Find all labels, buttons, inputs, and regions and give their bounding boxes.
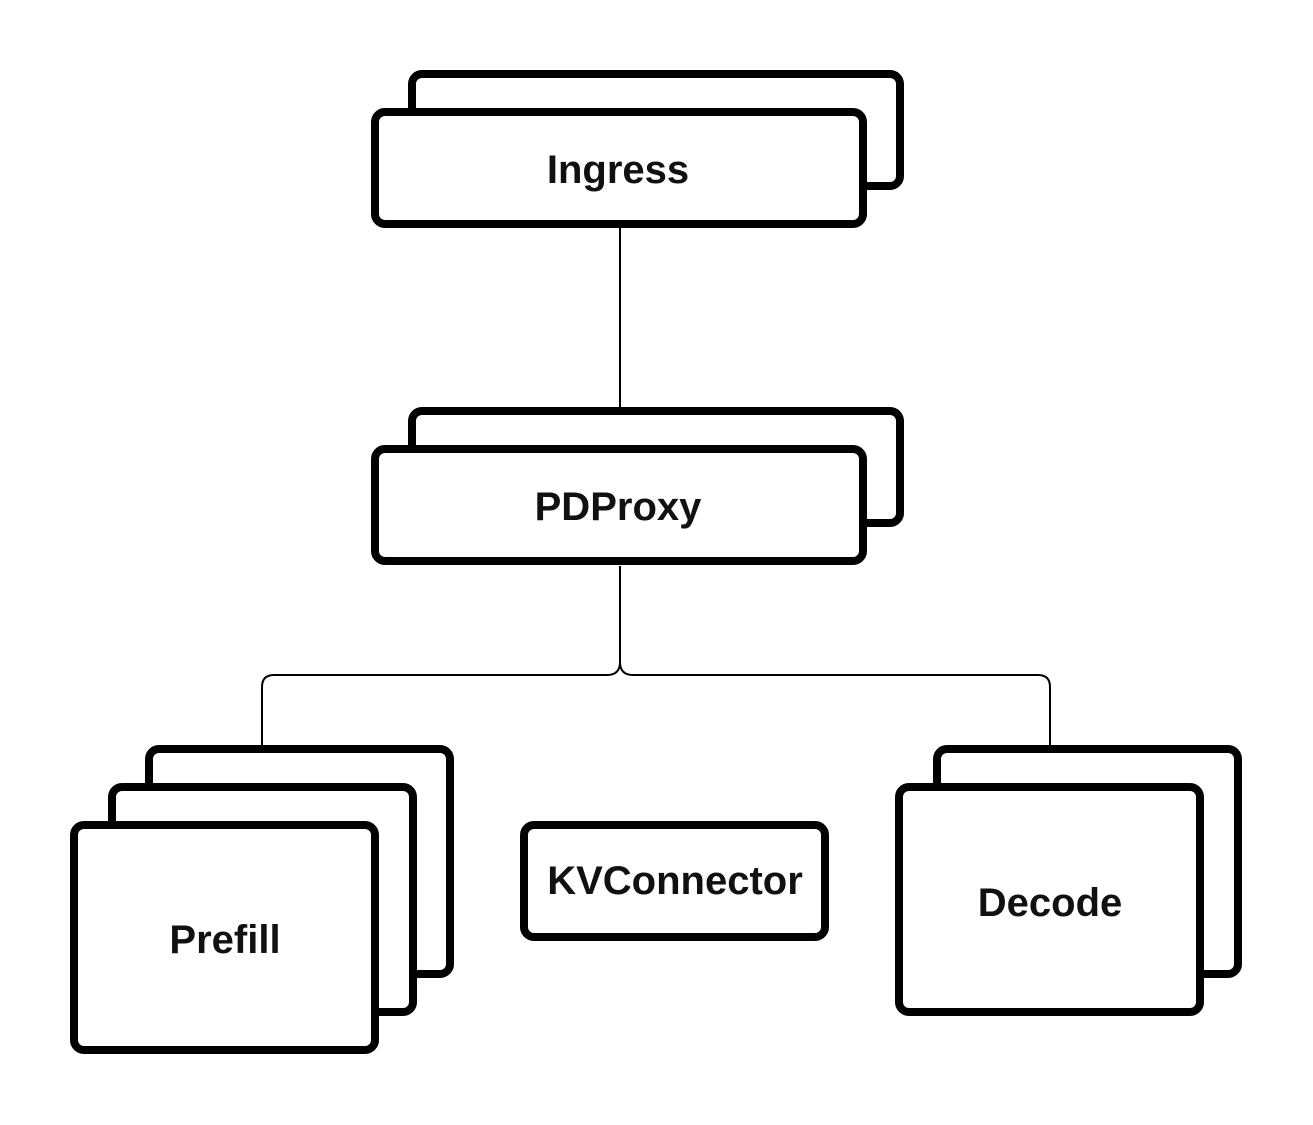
prefill-label: Prefill [169, 918, 280, 962]
edge-pdproxy-to-decode [619, 661, 1051, 756]
node-pdproxy: PDProxy [371, 407, 904, 565]
prefill-front-box [70, 821, 379, 1054]
node-decode: Decode [895, 745, 1242, 1016]
decode-front-box [895, 783, 1204, 1016]
kvconnector-box [520, 821, 829, 941]
ingress-label: Ingress [547, 148, 689, 192]
ingress-front-box [371, 108, 867, 228]
pdproxy-front-box [371, 445, 867, 565]
decode-label: Decode [978, 881, 1123, 925]
kvconnector-label: KVConnector [547, 859, 803, 903]
node-prefill: Prefill [70, 745, 454, 1054]
node-kvconnector: KVConnector [520, 821, 829, 941]
edge-pdproxy-to-prefill [261, 566, 621, 756]
node-ingress: Ingress [371, 70, 904, 228]
pdproxy-label: PDProxy [535, 485, 702, 529]
